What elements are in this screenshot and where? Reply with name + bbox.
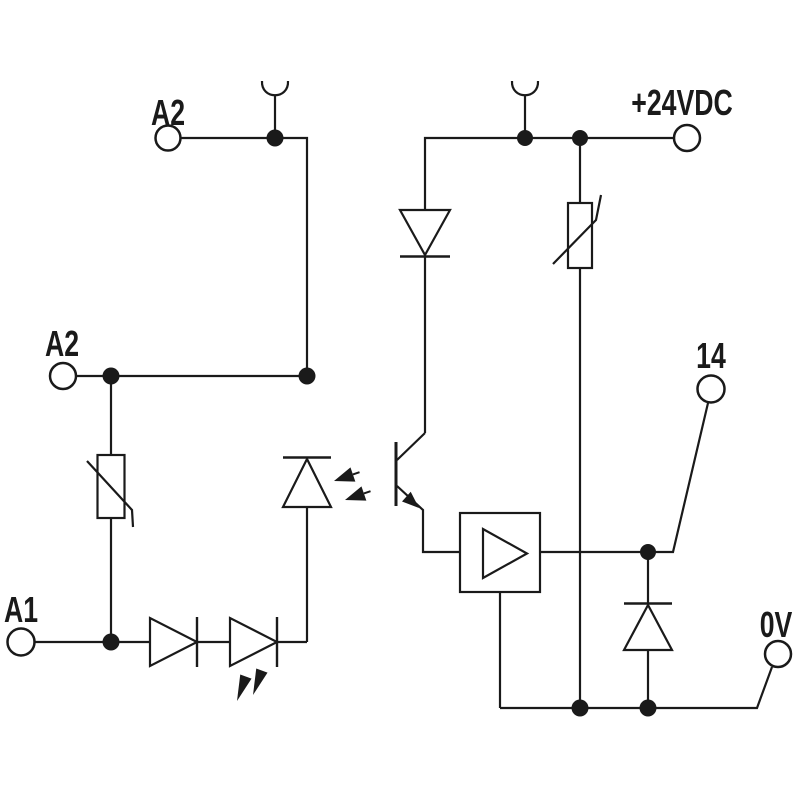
bridge-cup-arc (510, 80, 540, 97)
terminal-label: +24VDC (631, 82, 732, 123)
diode-anode-triangle (398, 208, 452, 258)
bridge-contact-right (510, 80, 540, 134)
output-circuit: +24VDC 14 0V (394, 80, 793, 717)
amplifier-triangle (481, 527, 530, 580)
terminal-14: 14 (696, 335, 726, 404)
phototransistor (394, 432, 460, 554)
terminal-label: A2 (151, 92, 185, 133)
indicator-led (228, 616, 280, 668)
terminal-circle (6, 627, 36, 657)
terminal-supply: +24VDC (631, 82, 733, 153)
terminal-a2-mid: A2 (45, 323, 79, 391)
junction-dot (102, 633, 120, 651)
transistor-emitter (396, 485, 460, 554)
terminal-a1: A1 (4, 589, 38, 657)
supply-diode (398, 208, 452, 433)
emitter-arrow-icon (402, 491, 419, 508)
diode-anode-triangle (148, 616, 200, 668)
varistor-slash (86, 460, 135, 528)
junction-dot (639, 699, 657, 717)
light-arrow-icon (253, 668, 268, 695)
light-arrows-indicator (237, 668, 268, 701)
junction-dot (266, 129, 284, 147)
terminal-zero-v: 0V (760, 604, 793, 669)
transistor-collector (396, 432, 426, 461)
wire-a2-top-rail (180, 136, 309, 376)
light-arrow-icon (237, 674, 252, 701)
terminal-circle (672, 123, 702, 153)
terminal-circle (48, 361, 78, 391)
wire-zero-v-rail (500, 666, 774, 710)
light-arrow-icon (334, 467, 360, 482)
optocoupler-led (281, 456, 333, 642)
led-anode-triangle (281, 456, 333, 509)
terminal-label: 14 (696, 335, 726, 376)
bridge-cup-arc (260, 80, 290, 97)
terminal-circle (763, 639, 793, 669)
varistor-slash (552, 194, 603, 265)
varistor-output (552, 138, 603, 708)
wire-to-terminal-14 (648, 402, 710, 554)
terminal-circle (696, 374, 726, 404)
junction-dot (517, 130, 533, 146)
series-diode (148, 616, 200, 668)
terminal-label: A2 (45, 323, 79, 364)
diode-anode-triangle (228, 616, 280, 668)
junction-dot (298, 367, 316, 385)
bridge-contact-left (260, 80, 290, 134)
diode-anode-triangle (622, 602, 674, 652)
terminal-a2-top: A2 (151, 92, 185, 152)
wire-supply-rail (423, 136, 674, 210)
terminal-label: 0V (760, 604, 793, 645)
junction-dot (571, 699, 589, 717)
amplifier-box (458, 511, 648, 708)
terminal-circle (154, 124, 182, 152)
light-arrow-icon (345, 486, 371, 501)
freewheeling-diode (622, 552, 674, 708)
light-arrows-optocoupler (334, 467, 371, 501)
input-circuit: A2 A2 A1 (4, 80, 371, 701)
amplifier-outline (458, 511, 542, 594)
varistor-input (86, 376, 135, 642)
terminal-label: A1 (4, 589, 38, 630)
